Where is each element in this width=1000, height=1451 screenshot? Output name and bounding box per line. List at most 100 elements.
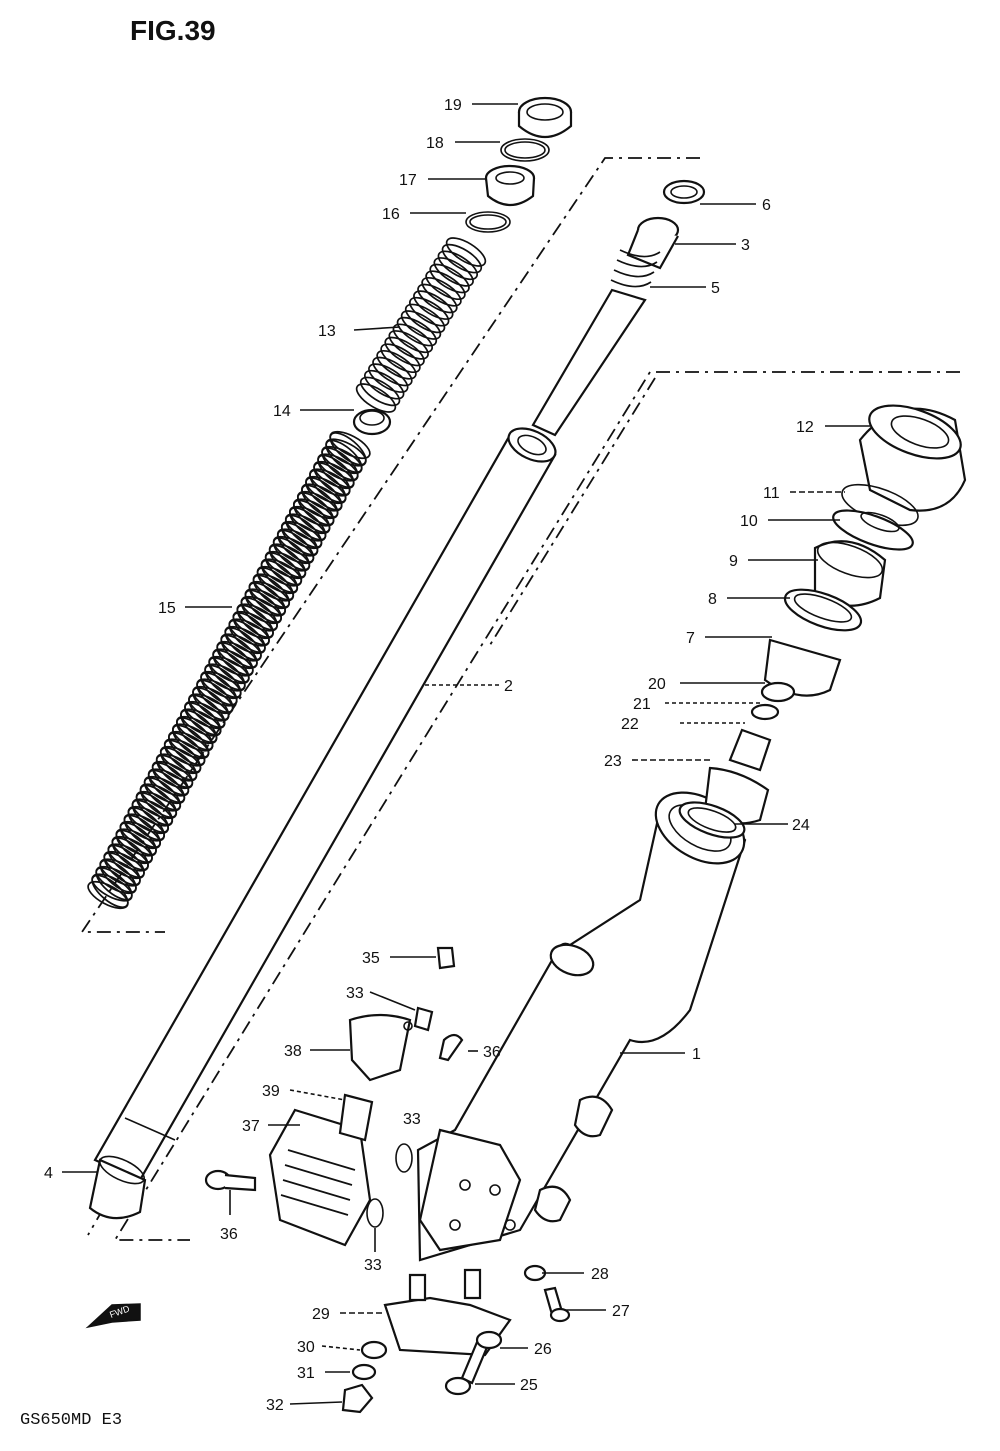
dust-seal-12 bbox=[858, 404, 967, 512]
spring-coil bbox=[425, 270, 466, 301]
callout-25: 25 bbox=[520, 1377, 538, 1394]
valve-39 bbox=[348, 1013, 413, 1082]
callout-16: 16 bbox=[382, 206, 400, 223]
spring-coil bbox=[445, 237, 487, 267]
callout-35: 35 bbox=[362, 950, 380, 967]
spring-coil bbox=[433, 257, 474, 287]
fwd-arrow-icon bbox=[85, 1303, 141, 1329]
spring-coil bbox=[409, 296, 450, 327]
callout-26: 26 bbox=[534, 1341, 552, 1358]
short-spring-13 bbox=[355, 237, 487, 413]
spring-coil bbox=[400, 310, 442, 340]
outer-tube-1 bbox=[416, 791, 747, 1262]
figure-title: FIG.39 bbox=[130, 15, 216, 46]
callout-40: 39 bbox=[262, 1083, 280, 1100]
tube-upper-axis bbox=[489, 377, 656, 646]
spring-coil bbox=[441, 243, 483, 274]
spring-coil bbox=[380, 343, 421, 374]
seal-24 bbox=[678, 801, 746, 839]
callout-10: 10 bbox=[740, 513, 758, 530]
callout-23: 23 bbox=[604, 753, 622, 770]
spring-washer-10 bbox=[832, 509, 914, 551]
fork-cap-group bbox=[465, 96, 573, 233]
callout-labels: 19 18 17 16 13 14 15 2 4 6 3 5 12 11 10 … bbox=[44, 97, 814, 1414]
bolt-37 bbox=[204, 1169, 257, 1192]
long-spring-15 bbox=[87, 430, 371, 910]
callout-31: 31 bbox=[297, 1365, 315, 1382]
nut-32 bbox=[341, 1383, 374, 1414]
callout-22: 22 bbox=[621, 716, 639, 733]
callout-32: 32 bbox=[266, 1397, 284, 1414]
bushing-4 bbox=[88, 1155, 147, 1220]
callout-3: 3 bbox=[741, 237, 750, 254]
o-ring-33a bbox=[395, 1143, 413, 1173]
callout-5: 5 bbox=[711, 280, 720, 297]
spring-coil bbox=[87, 880, 129, 910]
cap-bolt-17 bbox=[484, 164, 536, 207]
screw-36 bbox=[438, 1033, 464, 1062]
spring-coil bbox=[388, 330, 429, 360]
o-ring-18 bbox=[500, 138, 550, 162]
callout-14: 14 bbox=[273, 403, 291, 420]
callout-18: 18 bbox=[426, 135, 444, 152]
rebound-spring-6 bbox=[662, 179, 706, 205]
callout-8: 8 bbox=[708, 591, 717, 608]
callout-1: 1 bbox=[692, 1046, 701, 1063]
callout-38: 37 bbox=[242, 1118, 260, 1135]
spring-coil bbox=[368, 363, 409, 393]
bolt-27 bbox=[543, 1286, 571, 1323]
callout-33-upper: 33 bbox=[403, 1111, 421, 1128]
bleeder-34 bbox=[413, 1006, 434, 1032]
callout-37: 36 bbox=[220, 1226, 238, 1243]
spring-coil bbox=[376, 349, 417, 380]
spring-coil bbox=[364, 369, 405, 400]
spring-coil bbox=[404, 303, 446, 334]
callout-2: 2 bbox=[504, 678, 513, 695]
piston-ring-5 bbox=[610, 249, 661, 288]
callout-7: 7 bbox=[686, 630, 695, 647]
callout-27: 27 bbox=[612, 1303, 630, 1320]
callout-34: 33 bbox=[346, 985, 364, 1002]
spring-coil bbox=[417, 283, 458, 314]
washer-8 bbox=[783, 588, 863, 632]
callout-13: 13 bbox=[318, 323, 336, 340]
callout-36: 36 bbox=[483, 1044, 501, 1061]
spring-coil bbox=[413, 290, 454, 320]
damper-rod-3 bbox=[531, 216, 680, 437]
spring-coil bbox=[437, 250, 478, 281]
callout-24: 24 bbox=[792, 817, 810, 834]
spring-boundary-line bbox=[80, 157, 700, 933]
callout-20: 20 bbox=[648, 676, 666, 693]
callout-15: 15 bbox=[158, 600, 176, 617]
callout-39: 38 bbox=[284, 1043, 302, 1060]
leader-lines bbox=[62, 103, 870, 1405]
spring-coil bbox=[359, 376, 401, 407]
model-code: GS650MD E3 bbox=[20, 1411, 122, 1430]
callout-4: 4 bbox=[44, 1165, 53, 1182]
callout-6: 6 bbox=[762, 197, 771, 214]
spacer-14 bbox=[352, 408, 392, 436]
callout-19: 19 bbox=[444, 97, 462, 114]
callout-12: 12 bbox=[796, 419, 814, 436]
spring-coil bbox=[421, 276, 462, 307]
o-ring-40 bbox=[338, 1093, 374, 1142]
cap-19 bbox=[517, 96, 573, 139]
guide-bushing-7 bbox=[763, 638, 842, 697]
tube-boundary-line bbox=[113, 371, 960, 1241]
plug-35 bbox=[436, 946, 456, 970]
callout-9: 9 bbox=[729, 553, 738, 570]
callout-17: 17 bbox=[399, 172, 417, 189]
callout-30: 30 bbox=[297, 1339, 315, 1356]
o-ring-33b bbox=[366, 1198, 384, 1228]
spring-washer-31 bbox=[351, 1363, 377, 1381]
callout-29: 29 bbox=[312, 1306, 330, 1323]
o-ring-16 bbox=[465, 211, 511, 233]
spring-coil bbox=[384, 336, 425, 367]
spring-coil bbox=[429, 263, 470, 294]
washer-26 bbox=[475, 1330, 503, 1350]
parts-20-23 bbox=[703, 681, 796, 825]
callout-28: 28 bbox=[591, 1266, 609, 1283]
spring-coil bbox=[372, 356, 413, 387]
spring-coil bbox=[396, 316, 438, 347]
